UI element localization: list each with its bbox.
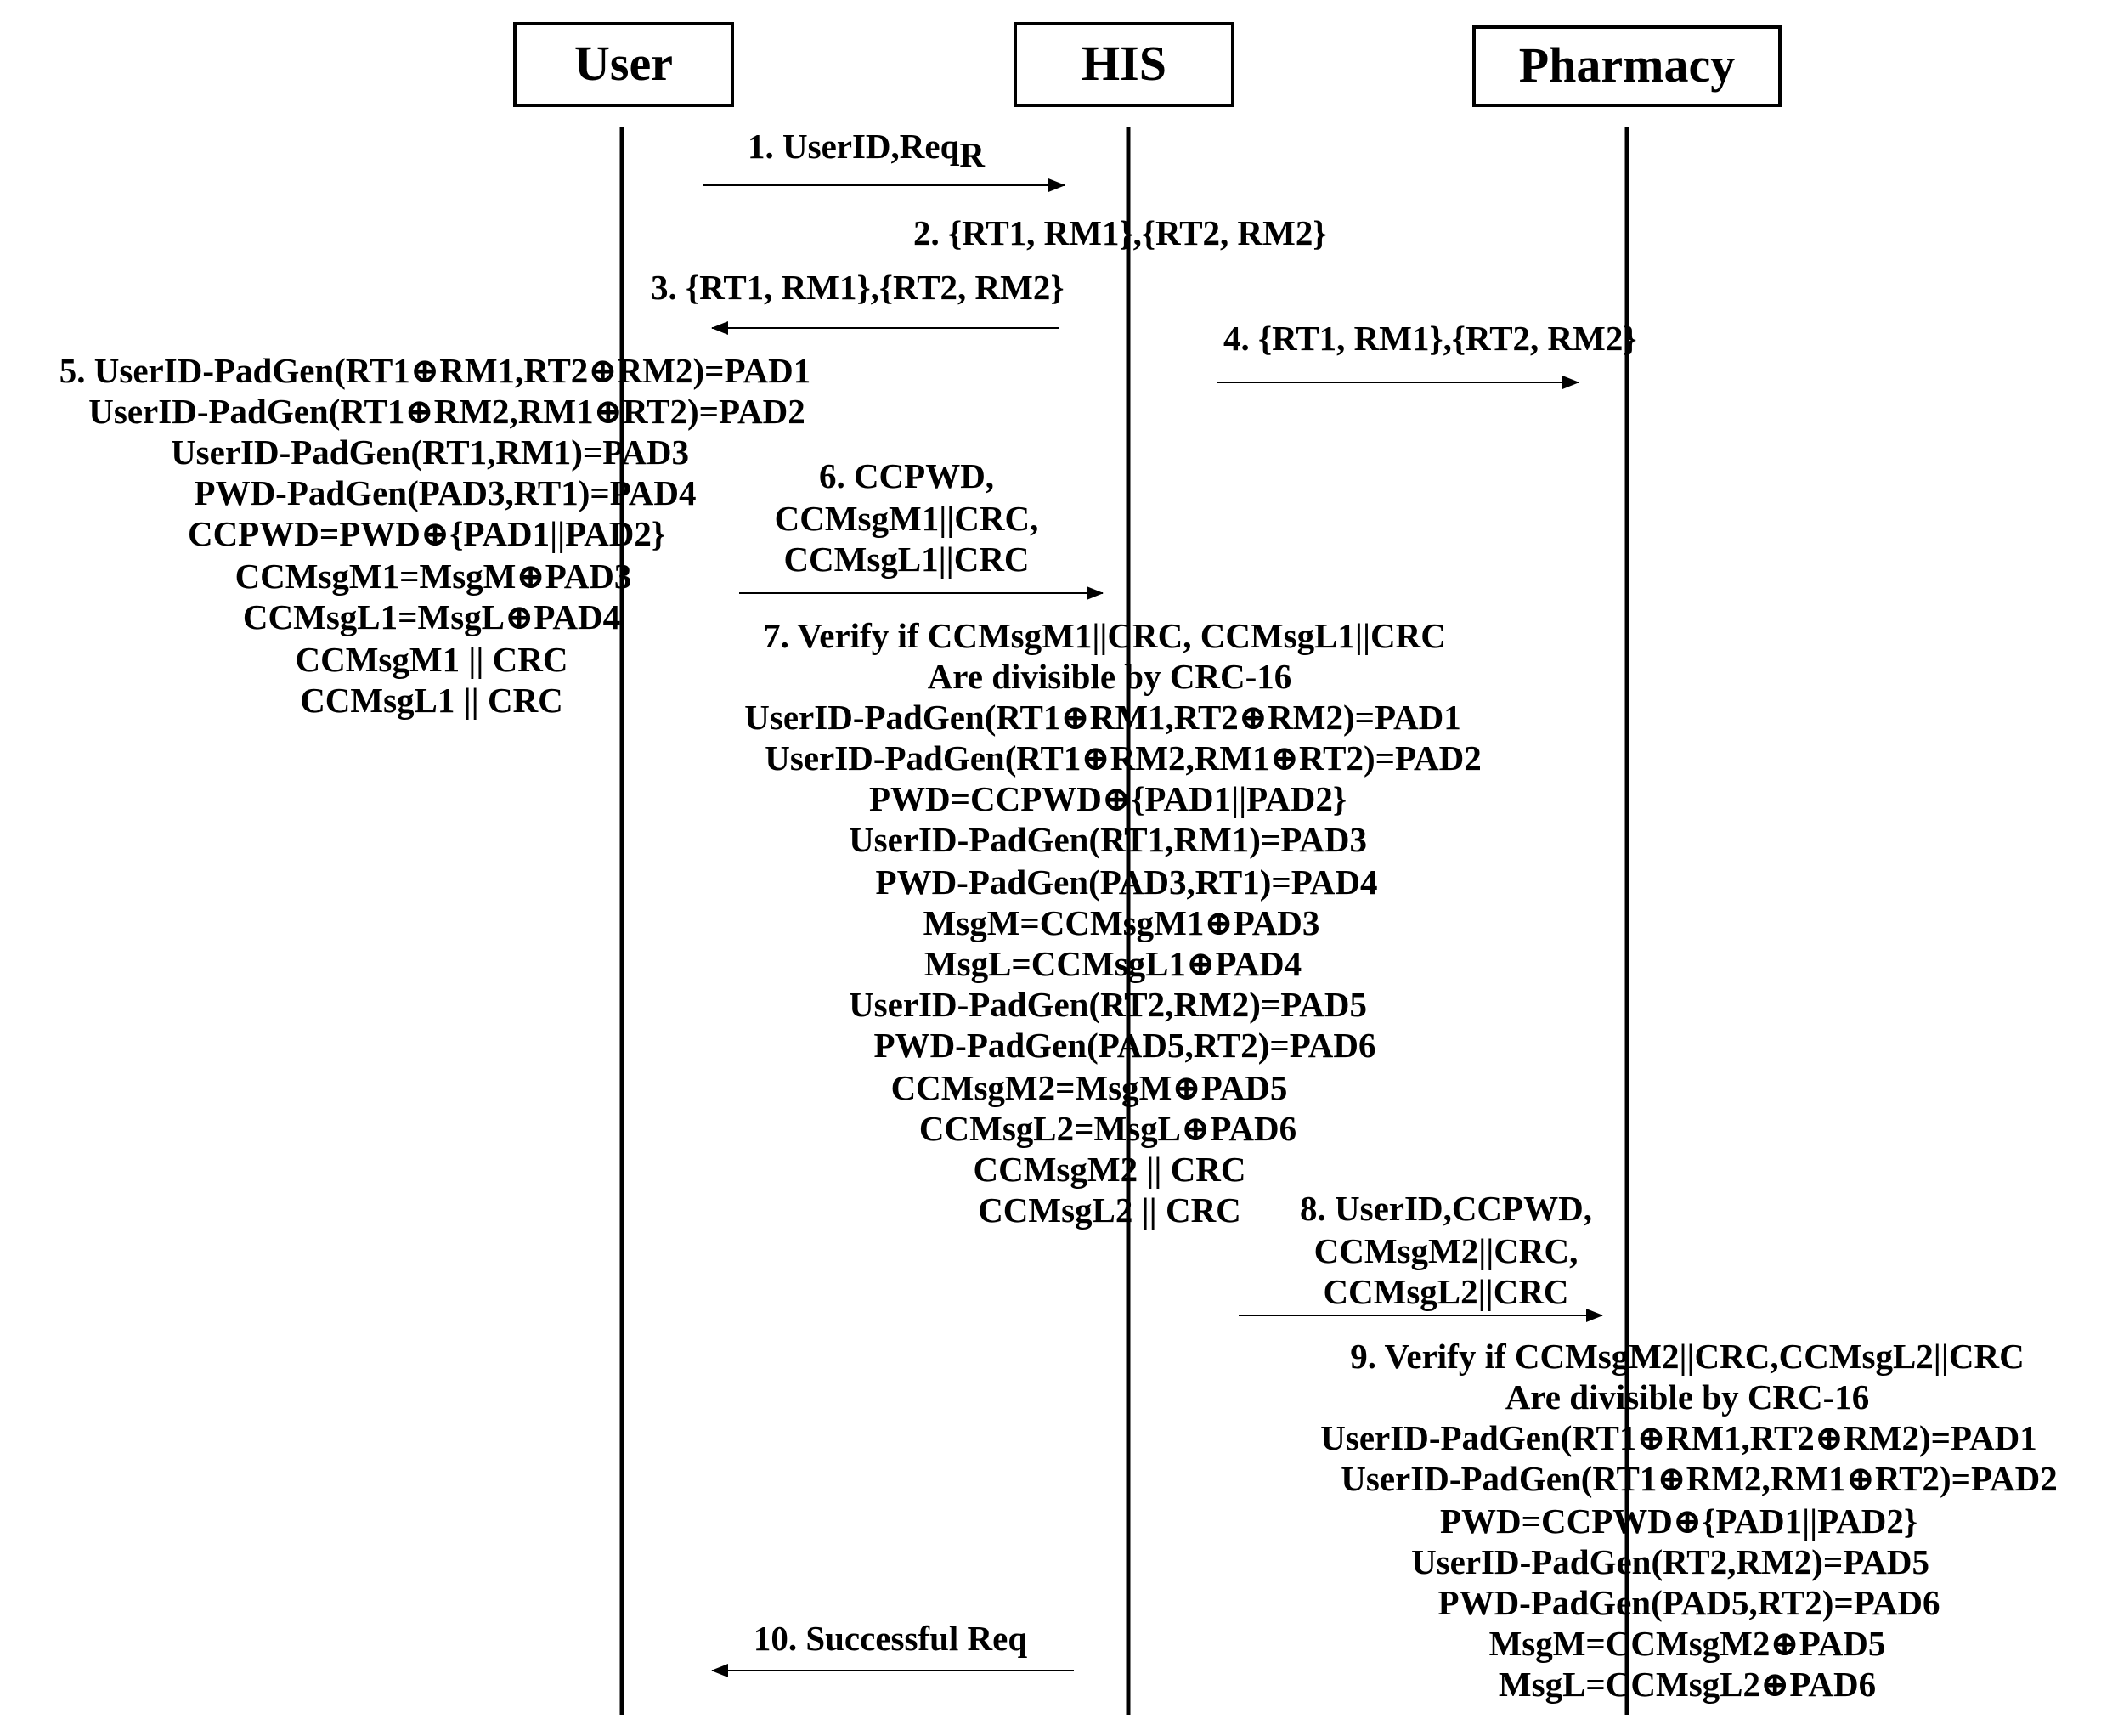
- note-line: Are divisible by CRC-16: [1505, 1377, 1870, 1417]
- note-line: CCMsgL2 || CRC: [978, 1190, 1241, 1230]
- message-label: CCMsgL1||CRC: [783, 540, 1029, 579]
- note-line: UserID-PadGen(RT1⊕RM2,RM1⊕RT2)=PAD2: [1341, 1459, 2057, 1498]
- participant-box: [1472, 25, 1782, 107]
- note-line: UserID-PadGen(RT1⊕RM2,RM1⊕RT2)=PAD2: [88, 392, 805, 431]
- note-line: PWD-PadGen(PAD3,RT1)=PAD4: [195, 473, 697, 512]
- message-label: 2. {RT1, RM1},{RT2, RM2}: [913, 213, 1327, 252]
- message-10: 10. Successful Req: [711, 1619, 1074, 1677]
- note-line: MsgL=CCMsgL2⊕PAD6: [1499, 1665, 1876, 1704]
- participant-box: [513, 22, 734, 107]
- note-his-step7: 7. Verify if CCMsgM1||CRC, CCMsgL1||CRC …: [744, 616, 1481, 1230]
- message-label: 6. CCPWD,: [819, 456, 994, 495]
- message-1: 1. UserID,ReqR: [703, 127, 1065, 192]
- note-line: MsgM=CCMsgM1⊕PAD3: [923, 903, 1320, 942]
- message-label: 3. {RT1, RM1},{RT2, RM2}: [651, 268, 1065, 307]
- message-8: 8. UserID,CCPWD, CCMsgM2||CRC, CCMsgL2||…: [1239, 1189, 1603, 1322]
- note-line: UserID-PadGen(RT1⊕RM1,RT2⊕RM2)=PAD1: [744, 698, 1460, 737]
- note-line: MsgL=CCMsgL1⊕PAD4: [924, 944, 1302, 983]
- note-line: 7. Verify if CCMsgM1||CRC, CCMsgL1||CRC: [763, 616, 1446, 655]
- message-label: CCMsgM1||CRC,: [775, 499, 1039, 538]
- note-line: CCMsgM2=MsgM⊕PAD5: [891, 1068, 1288, 1107]
- note-line: UserID-PadGen(RT1,RM1)=PAD3: [849, 820, 1367, 859]
- note-pharmacy-step9: 9. Verify if CCMsgM2||CRC,CCMsgL2||CRC A…: [1320, 1337, 2057, 1704]
- note-line: 9. Verify if CCMsgM2||CRC,CCMsgL2||CRC: [1350, 1337, 2024, 1376]
- participant-label: User: [574, 36, 673, 91]
- message-label: 1. UserID,ReqR: [748, 127, 985, 174]
- note-line: UserID-PadGen(RT2,RM2)=PAD5: [1411, 1542, 1929, 1581]
- participant-box: [1014, 22, 1234, 107]
- note-line: CCMsgM1 || CRC: [296, 640, 568, 679]
- note-line: PWD-PadGen(PAD5,RT2)=PAD6: [1438, 1583, 1940, 1622]
- participant-label: HIS: [1082, 36, 1166, 91]
- note-line: CCPWD=PWD⊕{PAD1||PAD2}: [188, 514, 665, 553]
- note-line: PWD=CCPWD⊕{PAD1||PAD2}: [869, 779, 1347, 818]
- note-line: CCMsgM1=MsgM⊕PAD3: [235, 557, 632, 596]
- note-line: CCMsgL1=MsgL⊕PAD4: [243, 597, 620, 636]
- participant-user: User: [513, 22, 734, 107]
- participant-his: HIS: [1014, 22, 1234, 107]
- message-2: 2. {RT1, RM1},{RT2, RM2}: [913, 213, 1327, 252]
- message-label: 4. {RT1, RM1},{RT2, RM2}: [1223, 319, 1637, 358]
- note-line: UserID-PadGen(RT1⊕RM1,RT2⊕RM2)=PAD1: [1320, 1418, 2036, 1457]
- message-label: CCMsgM2||CRC,: [1314, 1231, 1579, 1270]
- note-line: MsgM=CCMsgM2⊕PAD5: [1489, 1624, 1886, 1663]
- message-label: CCMsgL2||CRC: [1323, 1272, 1568, 1311]
- message-3: 3. {RT1, RM1},{RT2, RM2}: [651, 268, 1065, 335]
- message-label: 8. UserID,CCPWD,: [1300, 1189, 1592, 1228]
- note-line: UserID-PadGen(RT1⊕RM2,RM1⊕RT2)=PAD2: [765, 738, 1481, 778]
- note-line: UserID-PadGen(RT2,RM2)=PAD5: [849, 985, 1367, 1024]
- note-line: PWD-PadGen(PAD5,RT2)=PAD6: [874, 1026, 1376, 1065]
- note-line: CCMsgL2=MsgL⊕PAD6: [919, 1109, 1296, 1148]
- participant-pharmacy: Pharmacy: [1472, 25, 1782, 107]
- note-user-step5: 5. UserID-PadGen(RT1⊕RM1,RT2⊕RM2)=PAD1 U…: [59, 351, 810, 720]
- message-6: 6. CCPWD, CCMsgM1||CRC, CCMsgL1||CRC: [739, 456, 1104, 600]
- message-4: 4. {RT1, RM1},{RT2, RM2}: [1217, 319, 1637, 389]
- note-line: Are divisible by CRC-16: [928, 657, 1292, 696]
- note-line: 5. UserID-PadGen(RT1⊕RM1,RT2⊕RM2)=PAD1: [59, 351, 810, 390]
- note-line: CCMsgM2 || CRC: [974, 1150, 1246, 1189]
- participant-label: Pharmacy: [1519, 37, 1736, 93]
- message-label: 10. Successful Req: [754, 1619, 1028, 1658]
- note-line: PWD-PadGen(PAD3,RT1)=PAD4: [876, 862, 1378, 902]
- note-line: PWD=CCPWD⊕{PAD1||PAD2}: [1440, 1501, 1917, 1541]
- note-line: CCMsgL1 || CRC: [300, 681, 563, 720]
- note-line: UserID-PadGen(RT1,RM1)=PAD3: [171, 433, 689, 472]
